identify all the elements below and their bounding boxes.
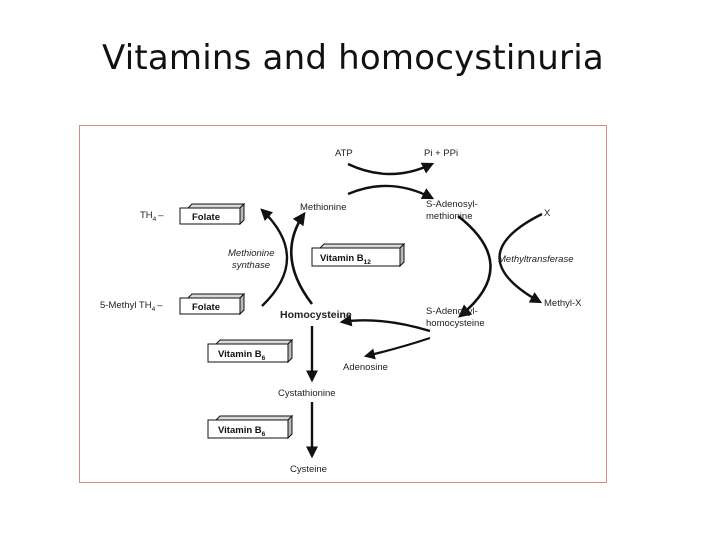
methyltransferase-label: Methyltransferase [498,254,574,265]
vitamin-b6-label-2: Vitamin B6 [218,425,266,438]
folate-cycle-arrow [260,208,289,307]
folate-box-bottom: Folate [179,292,246,316]
methyl-x-label: Methyl-X [544,298,582,309]
methionine-to-sam-arrow [347,184,435,200]
x-to-methylx-arrow [498,212,543,304]
slide-title: Vitamins and homocystinuria [102,38,604,78]
vitamin-b6-box-2: Vitamin B6 [207,414,294,440]
sam-label-line2: methionine [426,211,472,222]
sam-to-sah-arrow [457,214,492,318]
pathway-figure: ATP Pi + PPi Methionine S-Adenosyl- meth… [79,125,607,483]
sam-label-line1: S-Adenosyl- [426,199,478,210]
sah-label-line2: homocysteine [426,318,485,329]
methionine-synthase-line2: synthase [232,260,270,271]
adenosine-arrow [363,336,431,360]
homocysteine-to-methionine-arrow [289,211,314,305]
atp-label: ATP [335,148,353,159]
vitamin-b12-box: Vitamin B12 [311,242,406,268]
cysteine-label: Cysteine [290,464,327,475]
methionine-synthase-line1: Methionine [228,248,274,259]
atp-arrow [347,162,435,176]
cystathionine-label: Cystathionine [278,388,336,399]
folate-top-label: Folate [192,212,220,223]
vitamin-b6-box-1: Vitamin B6 [207,338,294,364]
sah-label-line1: S-Adenosyl- [426,306,478,317]
pi-ppi-label: Pi + PPi [424,148,458,159]
methionine-label: Methionine [300,202,346,213]
homocysteine-label: Homocysteine [280,309,352,321]
vitamin-b6-label-1: Vitamin B6 [218,349,266,362]
pathway-diagram: ATP Pi + PPi Methionine S-Adenosyl- meth… [100,148,582,475]
folate-box-top: Folate [179,202,246,226]
folate-bottom-label: Folate [192,302,220,313]
x-label: X [544,208,551,219]
sah-to-homocysteine-arrow [339,314,431,333]
vitamin-b12-label: Vitamin B12 [320,253,371,266]
th4-label: TH4– [140,210,164,223]
methyl-th4-label: 5-Methyl TH4– [100,300,163,313]
adenosine-label: Adenosine [343,362,388,373]
